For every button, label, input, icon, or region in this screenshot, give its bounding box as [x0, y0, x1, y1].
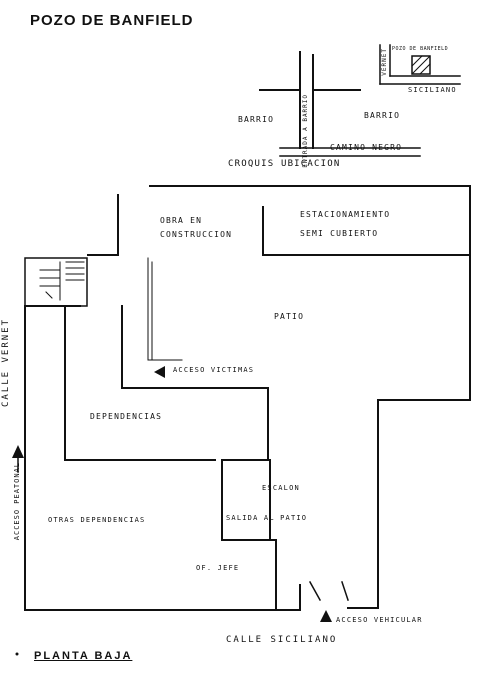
- croquis-barrio-right: BARRIO: [364, 111, 401, 120]
- page-title: POZO DE BANFIELD: [30, 12, 194, 29]
- croquis-calle-vertical: ENTRADA A BARRIO: [302, 94, 309, 168]
- room-escalon: ESCALON: [262, 484, 300, 492]
- street-calle-siciliano: CALLE SICILIANO: [226, 635, 338, 645]
- arrow-acceso-peatonal-icon: [12, 445, 24, 458]
- room-acceso-peatonal: ACCESO PEATONAL: [13, 462, 21, 541]
- room-obra-line2: CONSTRUCCION: [160, 230, 233, 239]
- room-of-jefe: OF. JEFE: [196, 564, 240, 572]
- section-label: PLANTA BAJA: [34, 650, 133, 662]
- room-obra-line1: OBRA EN: [160, 216, 203, 225]
- croquis-vernet: VERNET: [381, 48, 388, 76]
- croquis-barrio-left: BARRIO: [238, 115, 275, 124]
- arrow-acceso-victimas-icon: [154, 366, 165, 378]
- croquis-siciliano: SICILIANO: [408, 86, 457, 94]
- room-salida-patio: SALIDA AL PATIO: [226, 514, 308, 522]
- room-acceso-victimas: ACCESO VICTIMAS: [173, 366, 255, 374]
- croquis-camino: CAMINO NEGRO: [330, 143, 403, 152]
- croquis-pozo-tag: POZO DE BANFIELD: [392, 46, 449, 52]
- room-dependencias: DEPENDENCIAS: [90, 412, 163, 421]
- room-estac-line1: ESTACIONAMIENTO: [300, 210, 391, 219]
- croquis-title: CROQUIS UBICACION: [228, 159, 341, 169]
- room-otras-dependencias: OTRAS DEPENDENCIAS: [48, 516, 146, 524]
- location-sketch: [259, 44, 461, 157]
- room-patio: PATIO: [274, 312, 305, 321]
- building-walls: [17, 185, 471, 611]
- room-estac-line2: SEMI CUBIERTO: [300, 229, 379, 238]
- room-acceso-vehicular: ACCESO VEHICULAR: [336, 616, 423, 624]
- arrow-acceso-vehicular-icon: [320, 610, 332, 622]
- street-calle-vernet: CALLE VERNET: [1, 318, 11, 408]
